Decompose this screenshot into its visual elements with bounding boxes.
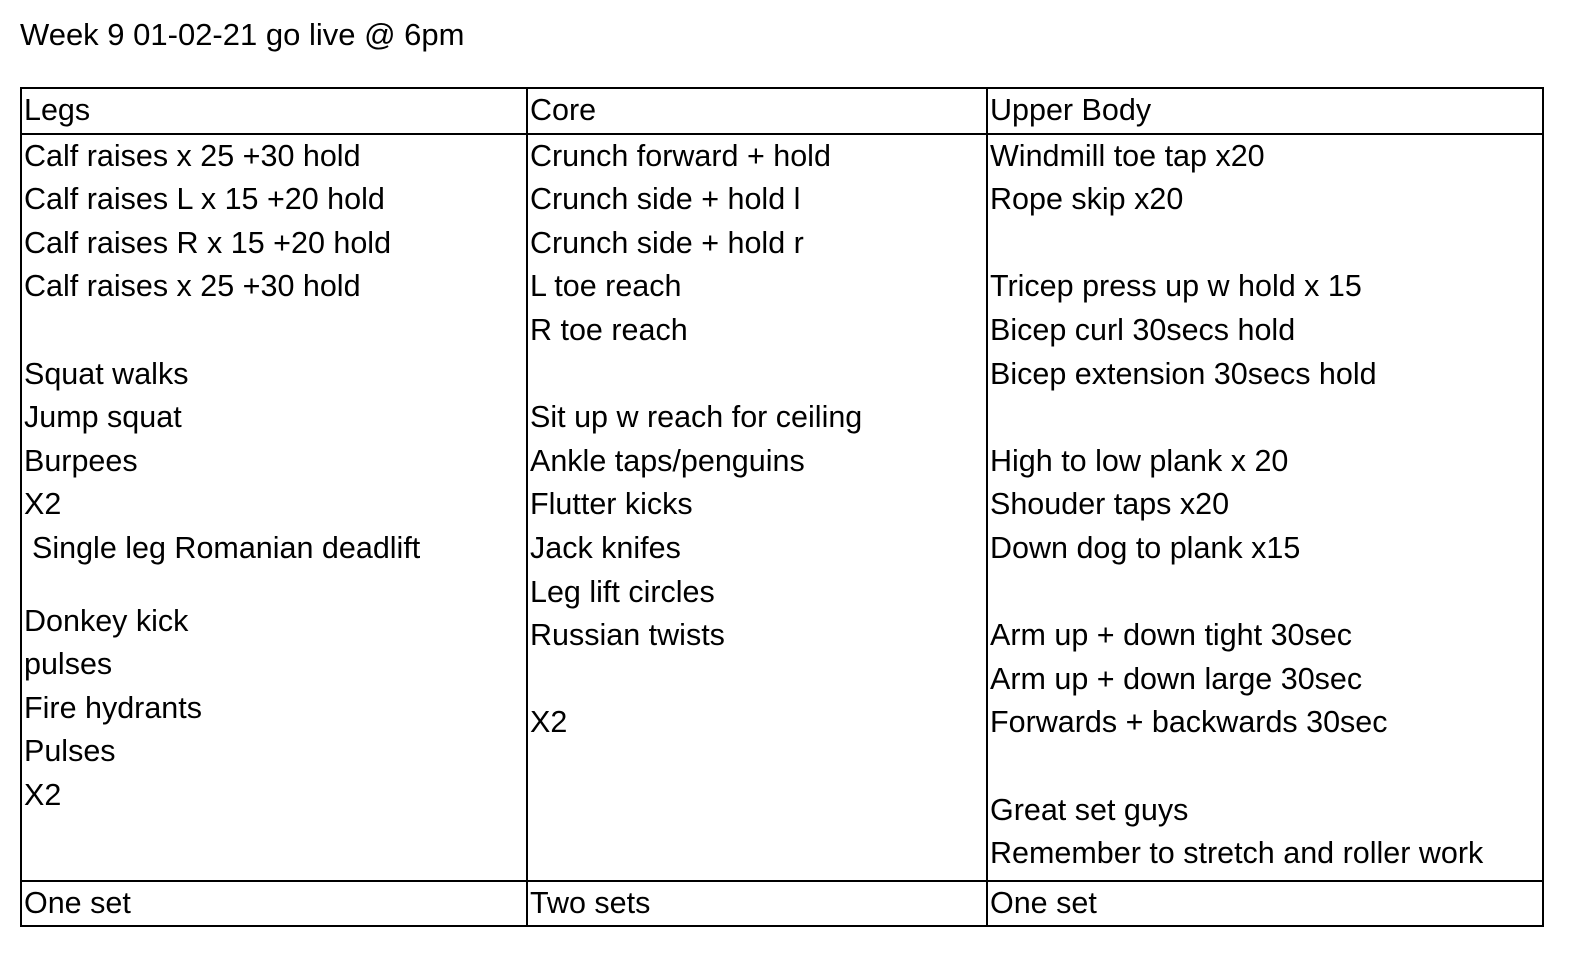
exercise-line: Bicep extension 30secs hold	[990, 356, 1377, 391]
exercise-line: pulses	[24, 647, 113, 682]
exercise-line: Calf raises L x 15 +20 hold	[24, 182, 385, 217]
exercise-line: Jump squat	[24, 400, 182, 435]
exercise-line	[990, 571, 1540, 615]
exercise-line: Single leg Romanian deadlift	[32, 530, 421, 565]
exercise-line: Ankle taps/penguins	[530, 443, 805, 478]
exercise-line: Sit up w reach for ceiling	[530, 400, 863, 435]
core-exercise-cell: Crunch forward + hold Crunch side + hold…	[526, 132, 988, 882]
exercise-line: Bicep curl 30secs hold	[990, 312, 1296, 347]
exercise-line: Windmill toe tap x20	[990, 138, 1265, 173]
footer-legs: One set	[20, 879, 528, 928]
exercise-line	[530, 658, 984, 702]
exercise-line: Russian twists	[530, 618, 725, 653]
workout-table: Legs Core Upper Body Calf raises x 25 +3…	[20, 87, 1544, 928]
exercise-line: R toe reach	[530, 312, 688, 347]
exercise-line: Crunch forward + hold	[530, 138, 831, 173]
exercise-line: Calf raises x 25 +30 hold	[24, 269, 361, 304]
exercise-line: L toe reach	[530, 269, 682, 304]
exercise-line: Squat walks	[24, 356, 189, 391]
exercise-line	[990, 222, 1540, 266]
exercise-line: Calf raises x 25 +30 hold	[24, 138, 361, 173]
exercise-line: Flutter kicks	[530, 487, 693, 522]
exercise-line: Pulses	[24, 734, 116, 769]
exercise-line: Fire hydrants	[24, 690, 202, 725]
exercise-line: Forwards + backwards 30sec	[990, 705, 1388, 740]
exercise-line: Tricep press up w hold x 15	[990, 269, 1362, 304]
exercise-line: Crunch side + hold l	[530, 182, 801, 217]
exercise-line: Jack knifes	[530, 530, 681, 565]
table-body-row: Calf raises x 25 +30 hold Calf raises L …	[20, 132, 1544, 882]
exercise-line: Donkey kick	[24, 603, 189, 638]
exercise-line: Remember to stretch and roller work	[990, 836, 1484, 871]
exercise-line: X2	[24, 487, 62, 522]
document-title: Week 9 01-02-21 go live @ 6pm	[20, 17, 465, 52]
exercise-line	[530, 353, 984, 397]
exercise-line: Shouder taps x20	[990, 487, 1230, 522]
exercise-line: Great set guys	[990, 792, 1189, 827]
exercise-line	[990, 396, 1540, 440]
exercise-line	[24, 309, 524, 353]
legs-exercise-cell: Calf raises x 25 +30 hold Calf raises L …	[20, 132, 528, 882]
exercise-line: Burpees	[24, 443, 138, 478]
exercise-line: Rope skip x20	[990, 182, 1184, 217]
exercise-line: High to low plank x 20	[990, 443, 1289, 478]
header-core: Core	[526, 87, 988, 135]
footer-upper-body: One set	[986, 879, 1544, 928]
exercise-line: Calf raises R x 15 +20 hold	[24, 225, 392, 260]
exercise-line: Crunch side + hold r	[530, 225, 804, 260]
exercise-line: Arm up + down large 30sec	[990, 661, 1363, 696]
footer-core: Two sets	[526, 879, 988, 928]
header-upper-body: Upper Body	[986, 87, 1544, 135]
upper-body-exercise-cell: Windmill toe tap x20 Rope skip x20 Trice…	[986, 132, 1544, 882]
exercise-line: Leg lift circles	[530, 574, 715, 609]
table-header-row: Legs Core Upper Body	[20, 87, 1544, 135]
exercise-line: X2	[530, 705, 568, 740]
exercise-line	[990, 745, 1540, 789]
header-legs: Legs	[20, 87, 528, 135]
exercise-line: X2	[24, 777, 62, 812]
table-footer-row: One set Two sets One set	[20, 879, 1544, 928]
exercise-line: Arm up + down tight 30sec	[990, 618, 1352, 653]
exercise-line: Down dog to plank x15	[990, 530, 1301, 565]
